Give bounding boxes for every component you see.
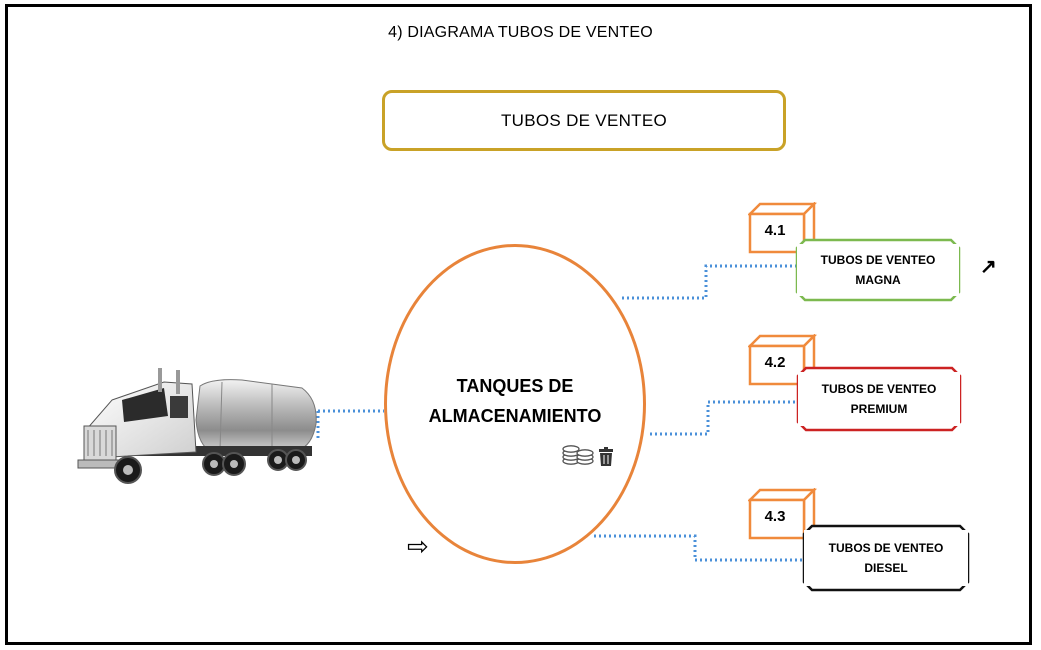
connector-tank-to-4-1 xyxy=(622,264,796,300)
node-4-3-line2: DIESEL xyxy=(864,561,908,575)
page-title: 4) DIAGRAMA TUBOS DE VENTEO xyxy=(388,24,653,41)
node-4-3-line1: TUBOS DE VENTEO xyxy=(828,541,944,555)
node-4-2-line1: TUBOS DE VENTEO xyxy=(821,382,937,396)
right-arrow-icon: ⇨ xyxy=(407,531,429,561)
node-4-1-label: TUBOS DE VENTEO MAGNA xyxy=(797,244,959,296)
storage-tank-label-line1: TANQUES DE xyxy=(456,376,574,396)
header-box: TUBOS DE VENTEO xyxy=(382,90,786,151)
header-box-label: TUBOS DE VENTEO xyxy=(500,110,668,130)
node-4-1-line2: MAGNA xyxy=(855,273,901,287)
node-4-2-label: TUBOS DE VENTEO PREMIUM xyxy=(798,372,960,426)
tanker-truck-image xyxy=(77,368,317,484)
node-4-3-label: TUBOS DE VENTEO DIESEL xyxy=(804,530,968,586)
connector-tank-to-4-2 xyxy=(650,400,798,436)
node-4-1-line1: TUBOS DE VENTEO xyxy=(820,253,936,267)
storage-tank-label-line2: ALMACENAMIENTO xyxy=(428,406,602,426)
trash-icon xyxy=(599,447,613,466)
storage-tank-ellipse xyxy=(384,244,646,564)
node-4-2-line2: PREMIUM xyxy=(850,402,908,416)
node-4-2-number: 4.2 xyxy=(764,354,786,371)
curved-arrow-icon: ↗ xyxy=(980,256,997,278)
node-4-1-number: 4.1 xyxy=(764,222,786,239)
connector-tank-to-4-3 xyxy=(594,534,803,562)
storage-tank-label: TANQUES DE ALMACENAMIENTO xyxy=(384,371,646,431)
coins-icon xyxy=(562,445,594,465)
cube-4-1 xyxy=(748,202,818,254)
node-4-3-number: 4.3 xyxy=(764,508,786,525)
